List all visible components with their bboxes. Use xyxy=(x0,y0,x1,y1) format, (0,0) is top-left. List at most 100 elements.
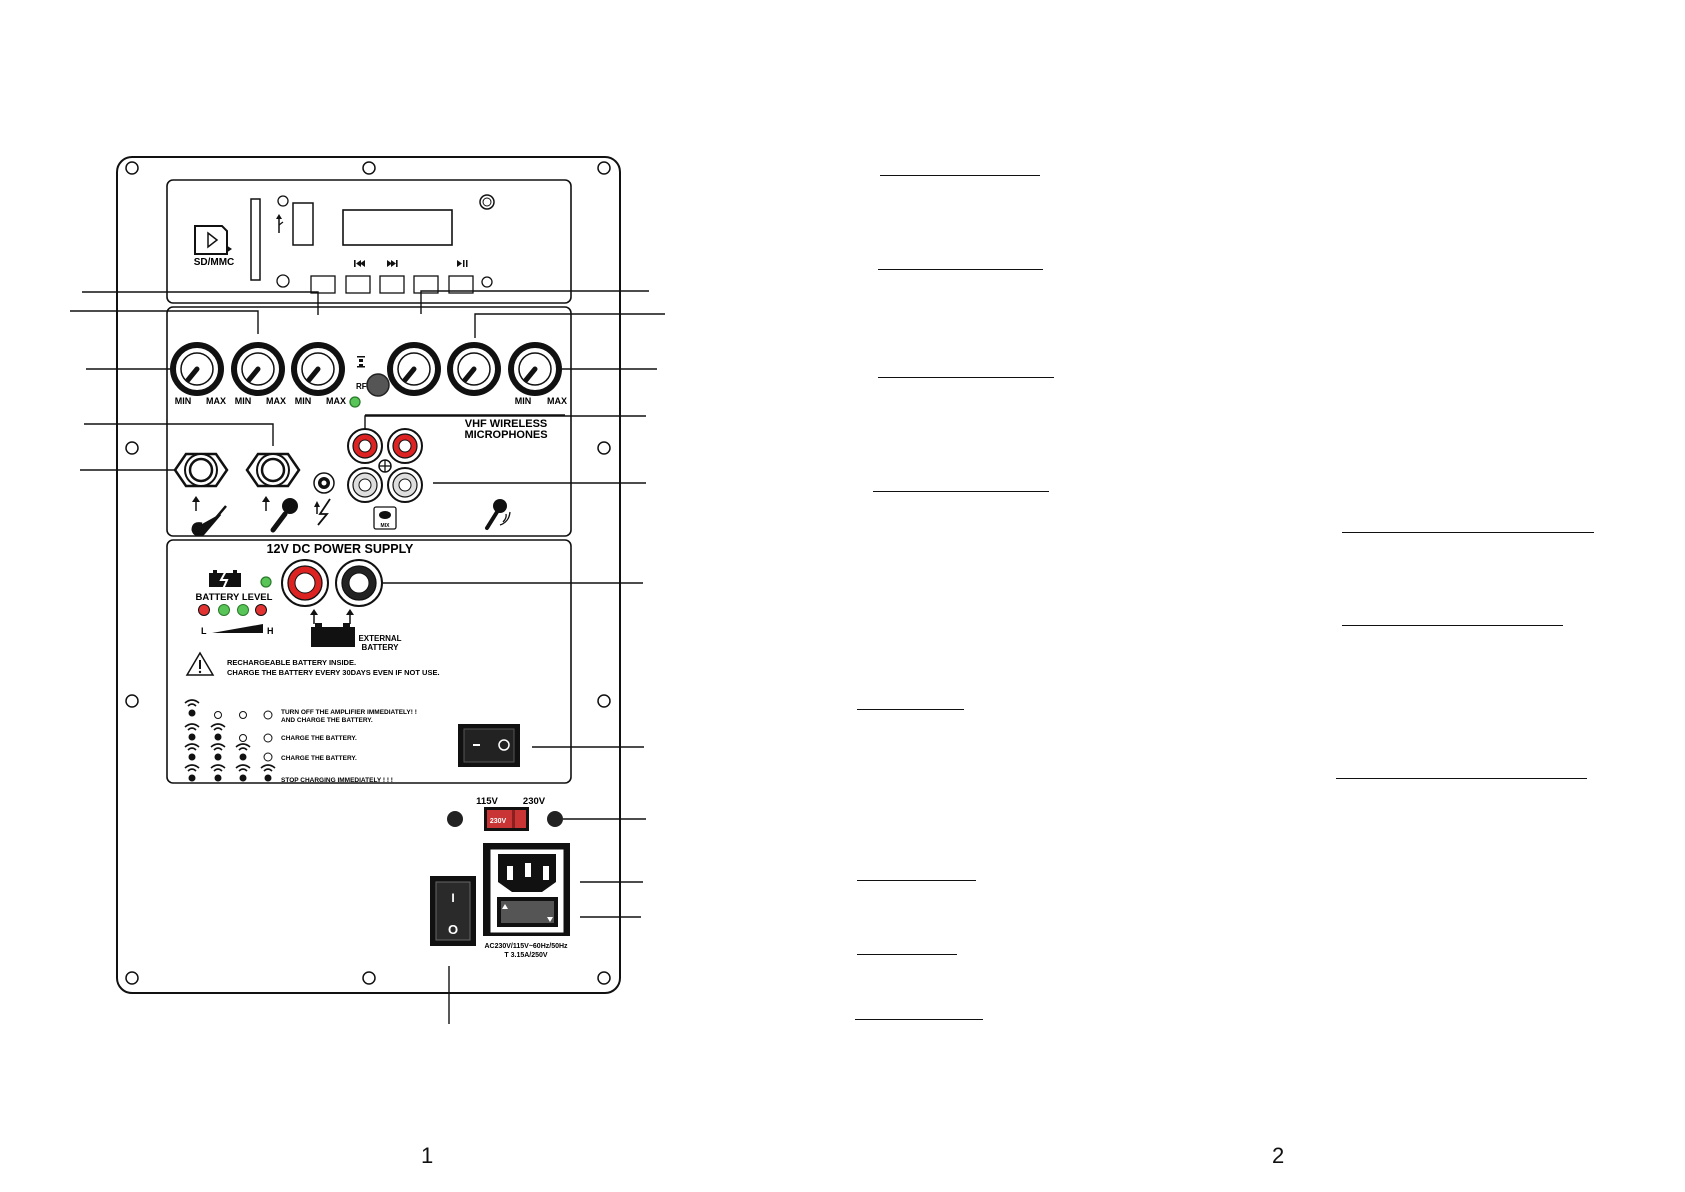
external-battery-label: EXTERNAL xyxy=(358,634,401,643)
disc-icon xyxy=(379,511,391,519)
rca-input-white[interactable] xyxy=(387,467,423,503)
power-switch-on-label: I xyxy=(451,891,454,905)
blank-line xyxy=(878,377,1054,378)
screw-hole xyxy=(276,274,290,288)
callout-lines xyxy=(70,290,665,1024)
sd-mmc-label: SD/MMC xyxy=(194,257,235,268)
battery-charge-icon xyxy=(209,570,241,590)
page-number-left: 1 xyxy=(421,1143,434,1168)
ac-power-inlet[interactable] xyxy=(483,843,570,936)
power-supply-title: 12V DC POWER SUPPLY xyxy=(267,542,414,556)
volume-knob[interactable] xyxy=(231,342,285,396)
ac-rating-label: T 3.15A/250V xyxy=(504,952,548,959)
usb-port[interactable] xyxy=(292,202,314,246)
level-low-label: L xyxy=(201,626,207,636)
vhf-label: VHF WIRELESS xyxy=(465,418,548,430)
repeat-button[interactable] xyxy=(413,275,439,294)
vhf-label: MICROPHONES xyxy=(464,429,547,441)
blank-line xyxy=(855,1019,983,1020)
blank-line xyxy=(878,269,1043,270)
rf-button[interactable] xyxy=(366,373,390,397)
blank-line xyxy=(873,491,1049,492)
guitar-icon xyxy=(191,496,227,537)
mini-jack[interactable] xyxy=(313,472,335,494)
status-text: CHARGE THE BATTERY. xyxy=(281,755,357,762)
battery-terminal-black[interactable] xyxy=(335,559,383,607)
battery-level-label: BATTERY LEVEL xyxy=(196,592,273,603)
quarter-inch-jack[interactable] xyxy=(173,452,229,488)
sd-card-slot[interactable] xyxy=(250,198,261,281)
blank-line xyxy=(857,954,957,955)
rca-input-red[interactable] xyxy=(387,428,423,464)
lcd-display xyxy=(342,209,453,246)
microphone-icon xyxy=(262,496,298,533)
play-pause-button[interactable] xyxy=(448,275,474,294)
mic-selector-icon xyxy=(357,356,365,368)
status-text: CHARGE THE BATTERY. xyxy=(281,735,357,742)
external-battery-label: BATTERY xyxy=(362,643,400,652)
previous-button[interactable] xyxy=(345,275,371,294)
quarter-inch-jack[interactable] xyxy=(245,452,301,488)
mix-label: MIX xyxy=(381,523,391,529)
volume-knob[interactable] xyxy=(387,342,441,396)
master-volume-knob[interactable] xyxy=(508,342,562,396)
min-label: MIN xyxy=(235,396,252,406)
volume-knob[interactable] xyxy=(447,342,501,396)
rf-label: RF xyxy=(356,382,367,391)
level-ramp xyxy=(212,624,263,633)
mp3-buttons xyxy=(310,275,474,294)
sd-card-icon xyxy=(194,225,232,255)
status-indicators xyxy=(184,699,276,783)
max-label: MAX xyxy=(266,396,286,406)
next-icon xyxy=(387,260,398,267)
plus-icon xyxy=(378,459,392,473)
screw-hole xyxy=(481,276,493,288)
power-switch-off-label: O xyxy=(448,922,458,937)
max-label: MAX xyxy=(326,396,346,406)
voltage-115-label: 115V xyxy=(476,796,498,807)
warning-text: CHARGE THE BATTERY EVERY 30DAYS EVEN IF … xyxy=(227,668,440,677)
max-label: MAX xyxy=(547,396,567,406)
status-text: TURN OFF THE AMPLIFIER IMMEDIATELY! ! xyxy=(281,709,417,716)
voltage-selector[interactable] xyxy=(484,807,529,831)
rca-input-red[interactable] xyxy=(347,428,383,464)
min-label: MIN xyxy=(515,396,532,406)
usb-icon xyxy=(276,214,284,233)
level-high-label: H xyxy=(267,626,274,636)
next-button[interactable] xyxy=(379,275,405,294)
lightning-icon xyxy=(314,498,331,526)
blank-line xyxy=(1342,532,1594,533)
battery-level-leds xyxy=(198,604,267,616)
main-power-switch[interactable] xyxy=(430,876,476,946)
rca-input-white[interactable] xyxy=(347,467,383,503)
fuse-holder xyxy=(547,811,563,827)
volume-knob[interactable] xyxy=(291,342,345,396)
status-text: AND CHARGE THE BATTERY. xyxy=(281,717,373,724)
power-supply-section xyxy=(166,539,572,784)
status-text: STOP CHARGING IMMEDIATELY ! ! ! xyxy=(281,777,393,784)
warning-icon xyxy=(185,651,215,676)
volume-knob[interactable] xyxy=(170,342,224,396)
blank-line xyxy=(1336,778,1587,779)
wireless-mic-icon xyxy=(485,499,511,530)
blank-line xyxy=(880,175,1040,176)
selector-label: 230V xyxy=(490,818,507,825)
charge-led xyxy=(260,576,272,588)
min-label: MIN xyxy=(175,396,192,406)
previous-icon xyxy=(354,260,365,267)
battery-terminal-red[interactable] xyxy=(281,559,329,607)
play-pause-icon xyxy=(457,260,468,267)
min-label: MIN xyxy=(295,396,312,406)
blank-line xyxy=(857,880,976,881)
rocker-switch[interactable] xyxy=(458,724,520,767)
mounting-screws xyxy=(125,161,611,985)
led-indicator xyxy=(277,195,289,207)
fuse-holder xyxy=(447,811,463,827)
mode-button[interactable] xyxy=(310,275,336,294)
external-battery-icon xyxy=(310,609,355,647)
blank-line xyxy=(1342,625,1563,626)
voltage-230-label: 230V xyxy=(523,796,546,807)
max-label: MAX xyxy=(206,396,226,406)
blank-line xyxy=(857,709,964,710)
